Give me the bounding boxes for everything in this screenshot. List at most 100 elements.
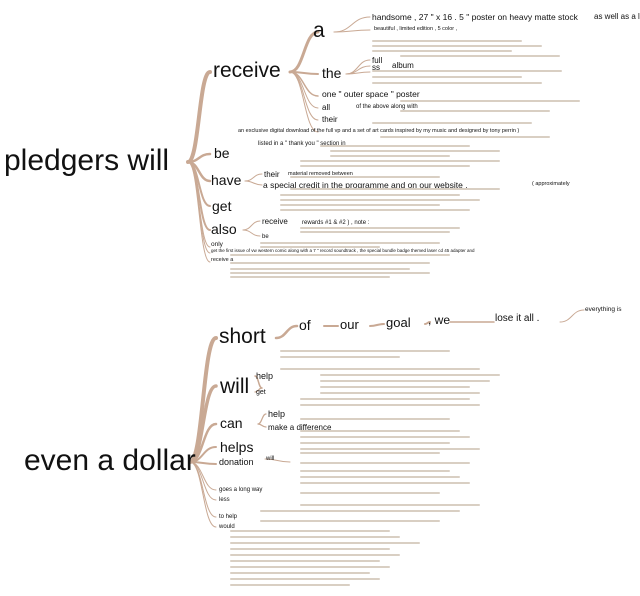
leaf-text-bar xyxy=(300,504,480,506)
phrase-special-credit: a special credit in the programme and on… xyxy=(263,180,468,190)
node-all: all xyxy=(322,103,331,112)
node-of: of xyxy=(299,317,311,333)
leaf-text-bar xyxy=(320,392,480,394)
leaf-text-bar xyxy=(230,554,400,556)
leaf-text-bar xyxy=(300,452,440,454)
node-help: help xyxy=(256,371,274,381)
branch-goes-a-long-way: goes a long way xyxy=(219,487,263,493)
branch-get: get xyxy=(212,198,232,214)
phrase-of-the-above: of the above along with xyxy=(356,104,418,110)
phrase-ss: ss xyxy=(372,63,380,72)
leaf-text-bar xyxy=(300,476,460,478)
leaf-text-bar xyxy=(300,165,470,167)
leaf-text-bar xyxy=(300,418,450,420)
leaf-text-bar xyxy=(260,246,380,248)
phrase-album: album xyxy=(392,61,414,70)
node-help-2: help xyxy=(268,409,286,419)
tree-link xyxy=(369,323,385,327)
tree-link xyxy=(333,29,371,33)
leaf-text-bar xyxy=(330,155,450,157)
leaf-text-bar xyxy=(230,276,390,278)
leaf-text-bar xyxy=(372,70,562,72)
leaf-text-bar xyxy=(320,374,500,376)
leaf-text-bar xyxy=(230,584,350,586)
tree-link xyxy=(289,71,319,133)
phrase-listed-thank-you: listed in a " thank you " section in xyxy=(258,141,346,147)
phrase-rewards-note: rewards #1 & #2 ) , note : xyxy=(302,220,370,226)
branch-have: have xyxy=(211,172,242,188)
node-their-2: their xyxy=(264,170,280,179)
leaf-text-bar xyxy=(400,55,560,57)
leaf-text-bar xyxy=(280,356,400,358)
tree-link xyxy=(289,71,319,121)
phrase-everything-is: everything is xyxy=(585,306,622,313)
phrase-full: full xyxy=(372,56,383,65)
leaf-text-bar xyxy=(230,530,390,532)
leaf-text-bar xyxy=(300,404,480,406)
tree-link xyxy=(186,70,212,164)
branch-also: also xyxy=(211,221,237,237)
phrase-as-well-as: as well as a li xyxy=(594,12,640,21)
tree-link xyxy=(242,229,261,237)
branch-would: would xyxy=(219,524,235,530)
phrase-lose-it-all: lose it all . xyxy=(495,313,540,324)
tree-link xyxy=(189,461,217,528)
tree-link xyxy=(559,309,585,323)
leaf-text-bar xyxy=(230,536,400,538)
leaf-text-bar xyxy=(372,45,542,47)
leaf-text-bar xyxy=(230,566,390,568)
branch-to-help: to help xyxy=(219,514,238,520)
leaf-text-bar xyxy=(300,442,450,444)
root-even-a-dollar: even a dollar xyxy=(24,444,196,477)
leaf-text-bar xyxy=(230,268,410,270)
leaf-text-bar xyxy=(372,40,522,42)
tree-link xyxy=(345,71,371,75)
tree-link xyxy=(264,458,291,463)
leaf-text-bar xyxy=(280,350,450,352)
leaf-text-bar xyxy=(400,110,550,112)
node-a: a xyxy=(313,19,325,42)
leaf-text-bar xyxy=(372,50,512,52)
node-receive-2: receive xyxy=(262,217,288,226)
word-goal: goal xyxy=(386,315,411,330)
leaf-text-bar xyxy=(260,510,460,512)
tree-link xyxy=(257,423,267,428)
branch-short: short xyxy=(219,325,266,348)
leaf-text-bar xyxy=(300,462,470,464)
leaf-text-bar xyxy=(372,122,532,124)
tree-link xyxy=(257,413,267,425)
leaf-text-bar xyxy=(260,520,440,522)
tree-link xyxy=(187,161,211,263)
node-get: get xyxy=(256,389,266,396)
leaf-text-bar xyxy=(300,160,500,162)
leaf-text-bar xyxy=(280,209,470,211)
branch-only: only xyxy=(211,241,223,248)
leaf-text-bar xyxy=(380,136,550,138)
tree-link xyxy=(274,324,299,340)
leaf-text-bar xyxy=(230,254,450,256)
tree-link xyxy=(424,321,431,325)
phrase-beautiful-limited: beautiful , limited edition , 5 color , xyxy=(374,26,458,32)
leaf-text-bar xyxy=(230,262,430,264)
leaf-text-bar xyxy=(280,368,480,370)
leaf-text-bar xyxy=(330,150,500,152)
leaf-text-bar xyxy=(230,548,390,550)
phrase-western-comic: get the first issue of vw western comic … xyxy=(211,248,475,253)
node-outer-space-poster: one " outer space " poster xyxy=(322,89,420,99)
leaf-text-bar xyxy=(290,188,500,190)
branch-receive: receive xyxy=(213,59,281,82)
leaf-text-bar xyxy=(230,572,370,574)
word-we: , we xyxy=(428,313,451,327)
leaf-text-bar xyxy=(230,578,380,580)
node-the: the xyxy=(322,65,342,81)
phrase-handsome-poster: handsome , 27 " x 16 . 5 " poster on hea… xyxy=(372,12,578,22)
tree-link xyxy=(242,220,261,231)
leaf-text-bar xyxy=(260,242,440,244)
leaf-text-bar xyxy=(320,380,490,382)
tree-link xyxy=(244,173,263,182)
leaf-text-bar xyxy=(400,100,580,102)
phrase-approximately: ( approximately xyxy=(532,181,570,187)
leaf-text-bar xyxy=(280,194,460,196)
